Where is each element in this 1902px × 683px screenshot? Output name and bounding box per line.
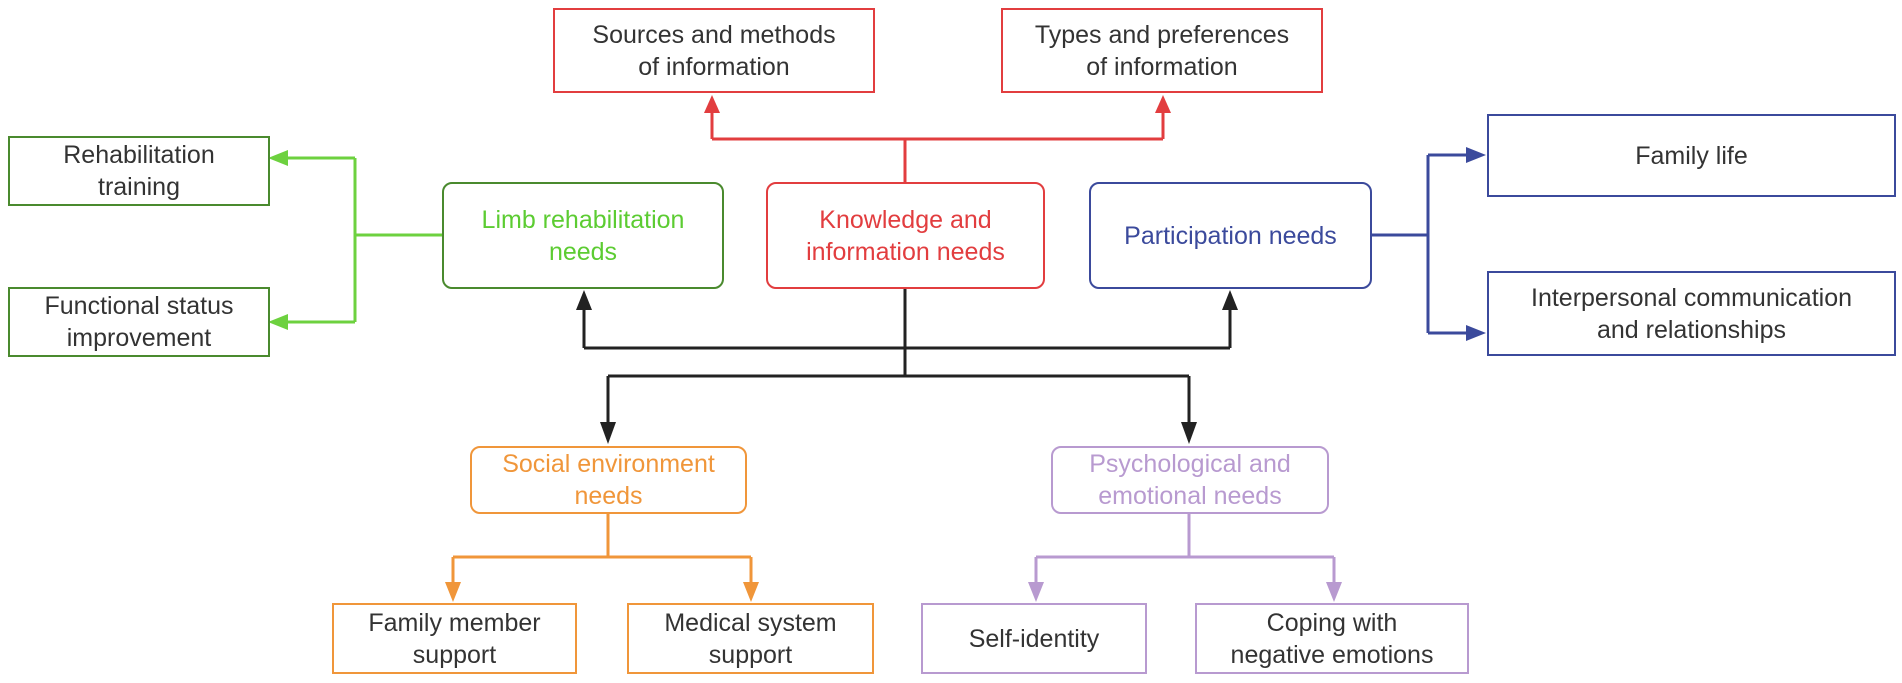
arrowhead-to-rehab-training	[268, 150, 288, 166]
arrowhead-to-family-life	[1466, 147, 1486, 163]
arrowhead-to-limb	[576, 290, 592, 310]
participation-connectors	[1372, 153, 1468, 335]
knowledge-connectors	[710, 112, 1165, 182]
medical-system-support-box: Medical system support	[627, 603, 874, 674]
arrowhead-to-self-identity	[1028, 582, 1044, 602]
info-sources-box: Sources and methods of information	[553, 8, 875, 93]
central-connectors	[582, 289, 1232, 422]
arrowhead-to-info-types	[1155, 95, 1171, 113]
arrowhead-to-functional-status	[268, 314, 288, 330]
arrowhead-to-psych	[1181, 422, 1197, 444]
participation-needs-box: Participation needs	[1089, 182, 1372, 289]
interpersonal-communication-box: Interpersonal communication and relation…	[1487, 271, 1896, 356]
rehab-training-box: Rehabilitation training	[8, 136, 270, 206]
arrowhead-to-interpersonal	[1466, 325, 1486, 341]
family-life-box: Family life	[1487, 114, 1896, 197]
coping-negative-emotions-box: Coping with negative emotions	[1195, 603, 1469, 674]
arrowhead-to-family-member	[445, 582, 461, 602]
arrowhead-to-social	[600, 422, 616, 444]
psych-connectors	[1034, 514, 1336, 584]
self-identity-box: Self-identity	[921, 603, 1147, 674]
arrowhead-to-info-sources	[704, 95, 720, 113]
limb-rehab-needs-box: Limb rehabilitation needs	[442, 182, 724, 289]
arrowhead-to-participation	[1222, 290, 1238, 310]
arrowhead-to-medical-system	[743, 582, 759, 602]
info-types-box: Types and preferences of information	[1001, 8, 1323, 93]
arrowhead-to-coping	[1326, 582, 1342, 602]
knowledge-info-needs-box: Knowledge and information needs	[766, 182, 1045, 289]
family-member-support-box: Family member support	[332, 603, 577, 674]
limb-connectors	[285, 156, 442, 324]
social-connectors	[451, 514, 753, 584]
social-environment-needs-box: Social environment needs	[470, 446, 747, 514]
psych-emotional-needs-box: Psychological and emotional needs	[1051, 446, 1329, 514]
functional-status-box: Functional status improvement	[8, 287, 270, 357]
